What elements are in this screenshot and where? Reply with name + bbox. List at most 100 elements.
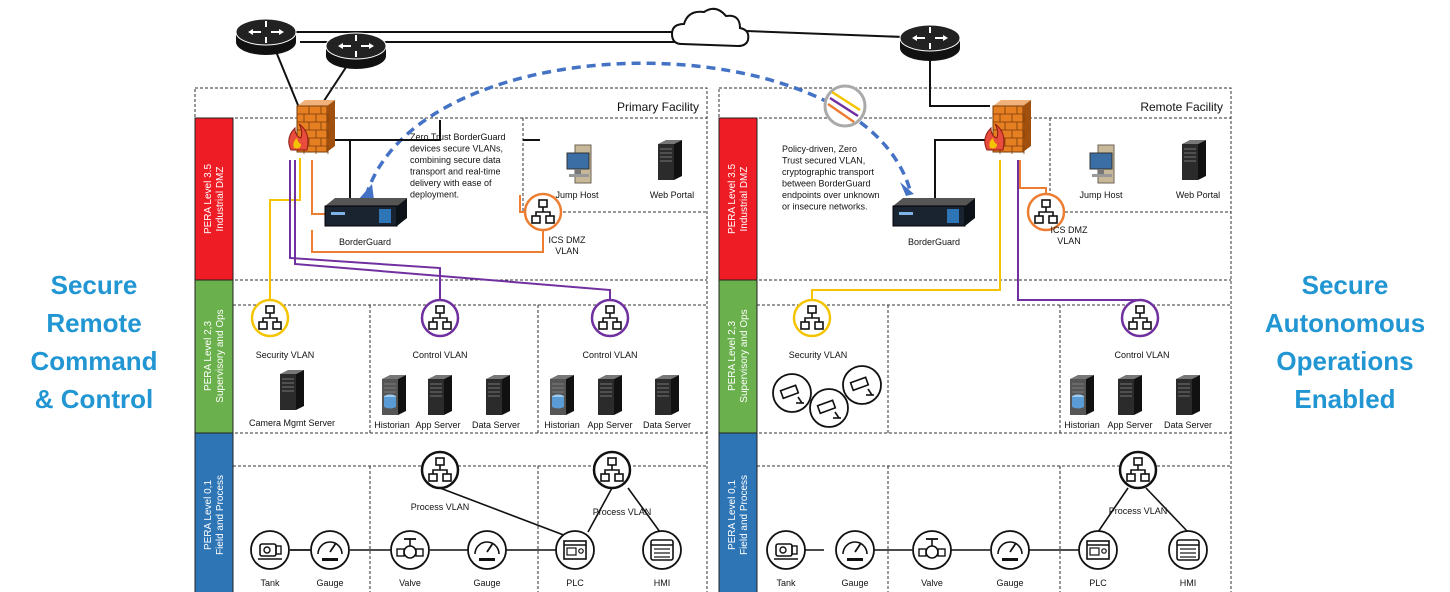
- magnifier-line: [831, 90, 861, 112]
- router-top: [899, 24, 961, 52]
- appliance-side: [965, 198, 975, 226]
- right-caption-line: Enabled: [1294, 384, 1396, 414]
- primary-security-vlan-label: Security VLAN: [256, 350, 315, 360]
- primary-facility-title: Primary Facility: [617, 100, 699, 114]
- cloud-icon: [670, 7, 750, 48]
- gauge-base: [1002, 558, 1018, 561]
- primary-web-portal-label: Web Portal: [650, 190, 694, 200]
- switch-link: [1130, 465, 1146, 474]
- primary-device-label: Tank: [260, 578, 280, 588]
- tunnel-arrowhead-left: [358, 184, 374, 200]
- primary-dmz-band-label: PERA Level 3.5Industrial DMZ: [203, 164, 226, 234]
- primary-device-label: Gauge: [316, 578, 343, 588]
- device-ring: [1078, 530, 1118, 570]
- remote-jump-host: [1089, 144, 1115, 184]
- camera-ring: [842, 365, 882, 405]
- remote-device-label: Tank: [776, 578, 796, 588]
- remote-firewall-bg-link: [934, 139, 986, 205]
- router-arrowhead: [912, 35, 917, 41]
- primary-process-vlan-2-label: Process VLAN: [593, 507, 652, 517]
- primary-process-link: [587, 487, 613, 533]
- gauge-arc: [317, 541, 343, 555]
- valve-flange: [918, 548, 927, 557]
- primary-server-label: Historian: [544, 420, 580, 430]
- primary-gauge-device: [467, 530, 507, 570]
- remote-camera-3: [809, 388, 849, 428]
- primary-camera-server-label: Camera Mgmt Server: [249, 418, 335, 428]
- camera-body: [849, 376, 870, 392]
- remote-control-vlan-label: Control VLAN: [1114, 350, 1169, 360]
- remote-plc-device: [1078, 530, 1118, 570]
- primary-control-vlan-1: [420, 298, 460, 338]
- remote-borderguard-label: BorderGuard: [908, 237, 960, 247]
- remote-server-label: Data Server: [1164, 420, 1212, 430]
- firewall-top: [993, 100, 1031, 106]
- firewall-side: [1023, 100, 1031, 152]
- server-side: [1086, 375, 1094, 415]
- gauge-arc: [997, 541, 1023, 555]
- remote-field-band: [718, 432, 758, 592]
- primary-jump-host: [566, 144, 592, 184]
- tunnel-magnifier: [823, 84, 867, 128]
- primary-ops-band: [194, 279, 234, 434]
- remote-borderguard: [892, 198, 975, 227]
- remote-process-vlan-label: Process VLAN: [1109, 506, 1168, 516]
- firewall-side: [327, 100, 335, 152]
- primary-control-vlan-2-label: Control VLAN: [582, 350, 637, 360]
- remote-server-label: App Server: [1107, 420, 1152, 430]
- primary-server-label: App Server: [587, 420, 632, 430]
- gauge-base: [847, 558, 863, 561]
- router-top: [235, 18, 297, 46]
- primary-dmz-band: [194, 117, 234, 281]
- primary-jump-host-label: Jump Host: [555, 190, 599, 200]
- device-ring: [467, 530, 507, 570]
- monitor-stand: [575, 169, 581, 174]
- primary-server-label: App Server: [415, 420, 460, 430]
- server-side: [1192, 375, 1200, 415]
- router-arrowhead: [943, 35, 948, 41]
- remote-device-label: Gauge: [996, 578, 1023, 588]
- camera-ring: [809, 388, 849, 428]
- keyboard: [569, 174, 589, 177]
- flame-core: [293, 138, 301, 149]
- remote-router-link: [929, 50, 990, 107]
- primary-server-b-0: [550, 375, 574, 415]
- primary-field-band-label: PERA Level 0,1Field and Process: [203, 475, 226, 555]
- camera-ring: [772, 373, 812, 413]
- wan-router-2: [325, 32, 387, 69]
- remote-ops-band: [718, 279, 758, 434]
- router-top: [325, 32, 387, 60]
- left-caption-line: Secure: [50, 270, 138, 300]
- remote-device-label: Valve: [921, 578, 943, 588]
- db-bottom: [1072, 403, 1084, 409]
- magnifier-line: [827, 102, 855, 124]
- device-ring: [835, 530, 875, 570]
- keyboard: [1092, 174, 1112, 177]
- primary-dmz-line-b: [311, 230, 544, 253]
- primary-control-vlan-2: [590, 298, 630, 338]
- server-side: [444, 375, 452, 415]
- switch-link: [262, 313, 278, 322]
- remote-firewall: [984, 100, 1031, 154]
- primary-server-1: [428, 375, 452, 415]
- primary-dmz-vlan: [523, 192, 563, 232]
- switch-link: [432, 465, 448, 474]
- firewall-top: [297, 100, 335, 106]
- flame-core: [989, 138, 997, 149]
- remote-facility-frame: [718, 87, 1232, 592]
- remote-device-label: HMI: [1180, 578, 1197, 588]
- gauge-needle: [486, 542, 494, 553]
- right-caption-line: Operations: [1276, 346, 1414, 376]
- remote-hmi-device: [1168, 530, 1208, 570]
- remote-dmz-band-label: PERA Level 3.5Industrial DMZ: [727, 164, 750, 234]
- router-arrowhead: [248, 29, 253, 35]
- router-arrowhead: [338, 43, 343, 49]
- primary-firewall: [288, 100, 335, 154]
- primary-tank-device: [250, 530, 290, 570]
- plc-body: [1086, 540, 1110, 560]
- primary-web-portal: [658, 140, 682, 180]
- primary-control-line-1: [289, 160, 441, 300]
- appliance-logo: [899, 212, 913, 215]
- switch-link: [602, 313, 618, 322]
